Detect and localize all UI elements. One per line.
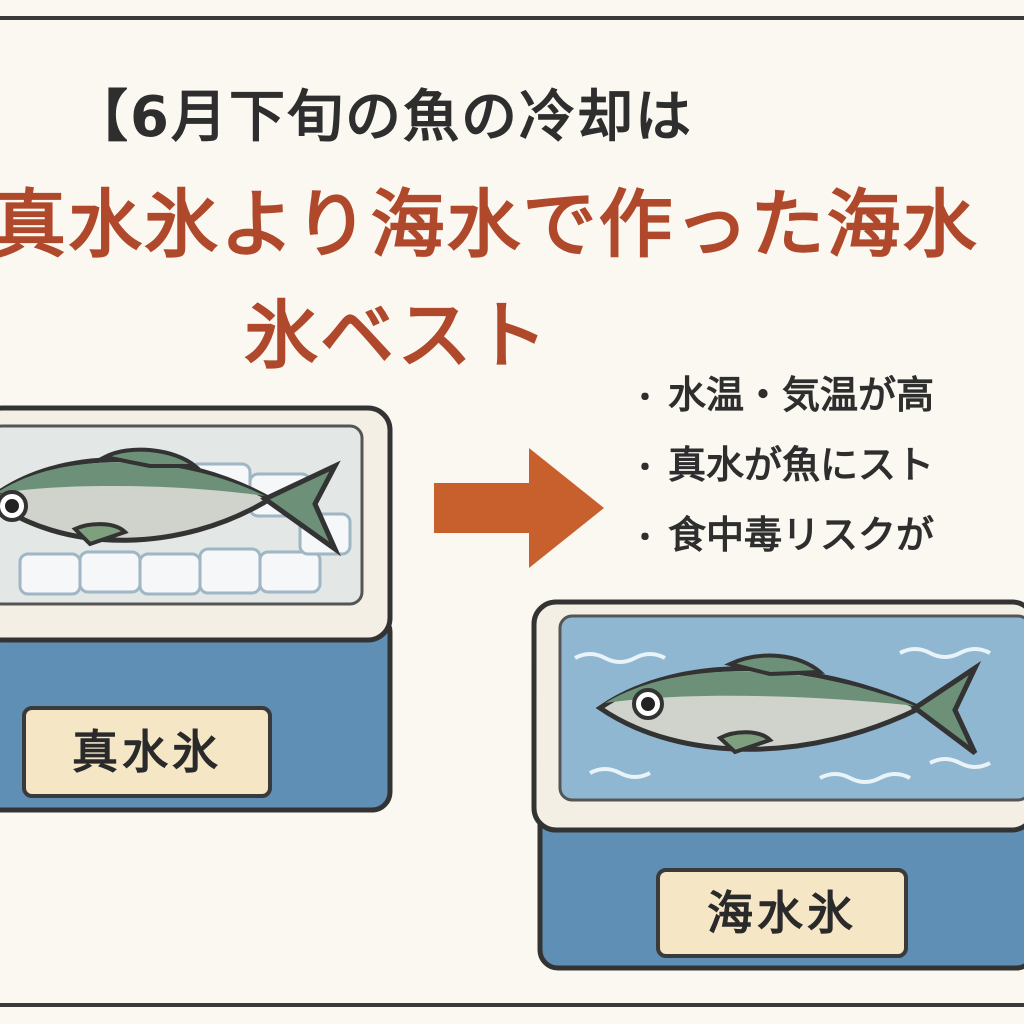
reason-item: ・水温・気温が高 <box>630 368 1024 438</box>
subline-continued: 氷ベスト <box>244 293 550 379</box>
reason-list: ・水温・気温が高 ・真水が魚にスト ・食中毒リスクが <box>630 368 1024 578</box>
bullet-dot: ・ <box>630 381 660 416</box>
reason-item: ・真水が魚にスト <box>630 438 1024 508</box>
bullet-dot: ・ <box>630 451 660 486</box>
bullet-dot: ・ <box>630 521 660 556</box>
fresh-water-ice-label: 真水氷 <box>22 706 272 798</box>
top-border <box>0 16 1024 20</box>
right-arrow-icon <box>434 448 604 568</box>
bottom-border <box>0 1003 1024 1007</box>
water-icon <box>574 647 991 784</box>
reason-text: 真水が魚にスト <box>668 443 935 487</box>
seawater-ice-label: 海水氷 <box>656 868 908 958</box>
fish-icon <box>595 653 982 755</box>
fish-icon <box>0 447 342 557</box>
headline: 【6月下旬の魚の冷却は <box>72 85 693 150</box>
reason-text: 食中毒リスクが <box>668 513 935 557</box>
subline: 真水氷より海水で作った海水 <box>0 182 979 268</box>
reason-text: 水温・気温が高 <box>668 373 935 417</box>
reason-item: ・食中毒リスクが <box>630 508 1024 578</box>
